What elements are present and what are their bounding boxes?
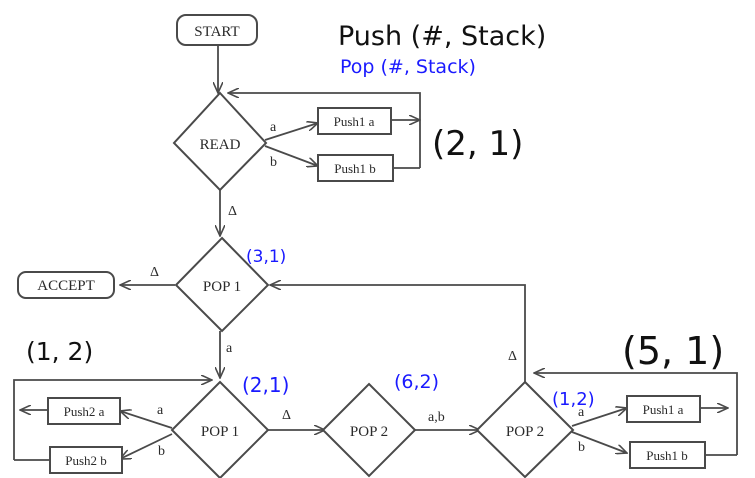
push2b-label: Push2 b — [65, 453, 107, 468]
edge-pop2-push1b — [571, 431, 627, 453]
node-push2b: Push2 b — [49, 446, 123, 474]
edge-pop2-pop1 — [270, 285, 526, 382]
edge-label-pop2r-b: b — [578, 440, 585, 455]
pop2-mid-label: POP 2 — [350, 424, 388, 440]
accept-label: ACCEPT — [37, 278, 95, 294]
pop2-right-label: POP 2 — [506, 424, 544, 440]
edge-left-loop — [13, 380, 212, 460]
node-start: START — [176, 14, 258, 46]
left-loop-count: (1, 2) — [26, 337, 93, 366]
pop1-top-count: (3,1) — [246, 247, 286, 267]
edge-label-read-a: a — [270, 120, 277, 135]
node-push1a-top: Push1 a — [317, 107, 392, 135]
edge-label-read-delta: Δ — [228, 204, 237, 219]
node-pop1-top: POP 1 — [174, 236, 270, 333]
node-push2a: Push2 a — [47, 397, 121, 425]
edge-labels: a b Δ Δ a a b Δ a,b a b Δ — [150, 120, 585, 459]
edge-pop2-push1a — [571, 408, 627, 427]
edge-right-loop — [534, 373, 738, 455]
pop2-mid-count: (6,2) — [394, 371, 439, 393]
edge-label-pop1b-b: b — [158, 444, 165, 459]
pop2-right-count: (1,2) — [552, 389, 595, 410]
node-push1b-bottom: Push1 b — [629, 441, 706, 469]
edge-pop1b-push2a — [120, 411, 173, 429]
node-pop2-right: POP 2 — [475, 380, 575, 478]
push1a-bottom-label: Push1 a — [643, 402, 684, 417]
node-push1b-top: Push1 b — [317, 154, 394, 182]
pop1-top-label: POP 1 — [203, 279, 241, 295]
push1a-top-label: Push1 a — [334, 114, 375, 129]
edge-label-pop1b-delta: Δ — [282, 408, 291, 423]
edge-read-push1a — [264, 123, 318, 141]
edge-label-pop2r-delta: Δ — [508, 349, 517, 364]
pop1-bottom-count: (2,1) — [242, 373, 289, 397]
annotations: Push (#, Stack) Pop (#, Stack) (2, 1) (3… — [26, 21, 724, 410]
right-loop-count: (5, 1) — [622, 329, 724, 373]
push2a-label: Push2 a — [64, 404, 105, 419]
node-pop2-mid: POP 2 — [321, 382, 417, 478]
read-label: READ — [200, 137, 241, 153]
node-accept: ACCEPT — [17, 271, 115, 299]
push-note: Push (#, Stack) — [338, 21, 546, 52]
edge-read-push1b — [264, 145, 318, 166]
edge-label-pop1b-a: a — [157, 403, 164, 418]
edge-loop-back-read — [228, 93, 421, 120]
pop-note: Pop (#, Stack) — [340, 56, 476, 78]
edge-label-pop1-a: a — [226, 341, 233, 356]
push1b-bottom-label: Push1 b — [646, 448, 688, 463]
edge-label-pop2r-a: a — [578, 405, 585, 420]
read-loop-count: (2, 1) — [432, 124, 523, 164]
connectors — [13, 45, 738, 461]
edge-label-read-b: b — [270, 155, 277, 170]
node-pop1-bottom: POP 1 — [170, 380, 270, 478]
edge-label-accept-delta: Δ — [150, 265, 159, 280]
start-label: START — [194, 24, 239, 40]
pop1-bottom-label: POP 1 — [201, 424, 239, 440]
push1b-top-label: Push1 b — [334, 161, 376, 176]
edge-pop1b-push2b — [120, 433, 173, 459]
edge-label-pop2-ab: a,b — [428, 410, 445, 425]
node-read: READ — [172, 91, 268, 192]
node-push1a-bottom: Push1 a — [626, 395, 701, 423]
